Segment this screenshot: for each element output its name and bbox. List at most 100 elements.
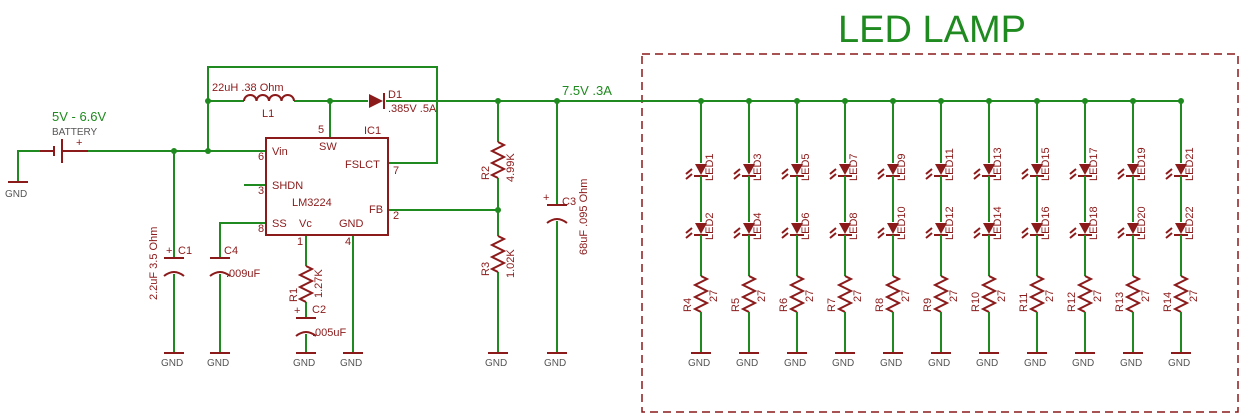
resistor-ref: R4 [682,298,694,312]
led-strings: LED1LED2R427GNDLED3LED4R527GNDLED5LED6R6… [682,98,1200,369]
svg-text:SW: SW [319,141,337,153]
led-top-label: LED17 [1088,147,1100,181]
resistor-ref: R5 [730,298,742,312]
led-top-label: LED1 [704,153,716,181]
led-bottom: LED16 [1021,206,1052,240]
diode-d1: D1 .385V .5A [369,89,437,115]
title: LED LAMP [838,9,1026,51]
gnd-label: GND [1024,358,1046,369]
resistor-value: 27 [900,290,912,302]
svg-text:R3: R3 [480,262,492,276]
svg-text:GND: GND [339,218,364,230]
inductor-value: 22uH .38 Ohm [212,82,284,94]
resistor-value: 27 [1044,290,1056,302]
led-bottom-label: LED16 [1040,206,1052,240]
resistor-value: 27 [756,290,768,302]
gnd-label: GND [880,358,902,369]
led-bottom-label: LED10 [896,206,908,240]
led-bottom-label: LED18 [1088,206,1100,240]
svg-text:GND: GND [485,358,507,369]
resistor-r1: R1 1.27K [288,265,325,303]
resistor-value: 27 [708,290,720,302]
gnd-symbol: GND [161,352,184,369]
resistor-value: 27 [852,290,864,302]
led-top-label: LED11 [944,148,956,181]
capacitor-c4: C4 .009uF [209,245,261,280]
diode-value: .385V .5A [388,103,437,115]
led-top-label: LED3 [752,153,764,181]
resistor-value: 27 [948,290,960,302]
inductor-l1: 22uH .38 Ohm L1 [212,82,295,120]
output-label: 7.5V .3A [562,83,612,98]
svg-text:GND: GND [5,189,27,200]
svg-text:2: 2 [393,210,399,222]
gnd-label: GND [688,358,710,369]
svg-text:4: 4 [345,236,351,248]
led-bottom-label: LED8 [848,212,860,240]
led-lamp-frame [641,53,1239,413]
svg-text:3: 3 [258,185,264,197]
svg-text:.009uF: .009uF [226,268,261,280]
svg-text:FSLCT: FSLCT [345,159,380,171]
svg-text:4.99K: 4.99K [505,153,517,182]
gnd-label: GND [832,358,854,369]
svg-text:+: + [166,245,172,257]
gnd-symbol: GND [688,352,711,369]
supply-name: BATTERY [52,127,98,138]
gnd-symbol: GND [880,352,903,369]
gnd-label: GND [1168,358,1190,369]
led-top-label: LED7 [848,153,860,181]
ic-ref: IC1 [364,125,381,137]
led-top: LED21 [1165,147,1196,181]
resistor-ref: R14 [1162,292,1174,312]
led-top: LED3 [733,153,764,181]
svg-text:R2: R2 [480,166,492,180]
led-resistor: R7 27 [826,275,864,313]
resistor-ref: R6 [778,298,790,312]
gnd-symbol: GND [485,352,508,369]
battery-plus: + [76,137,82,149]
svg-text:SS: SS [272,218,287,230]
led-bottom-label: LED22 [1184,206,1196,240]
led-bottom-label: LED12 [944,206,956,240]
gnd-label: GND [928,358,950,369]
svg-text:8: 8 [258,223,264,235]
svg-text:GND: GND [544,358,566,369]
led-bottom-label: LED20 [1136,206,1148,240]
gnd-symbol: GND [340,352,363,369]
svg-text:FB: FB [369,204,383,216]
led-top-label: LED13 [992,147,1004,181]
capacitor-c1: + C1 2.2uF 3.5 Ohm [148,227,192,300]
inductor-ref: L1 [262,108,274,120]
svg-text:C4: C4 [224,245,238,257]
svg-text:+: + [294,305,300,317]
gnd-symbol: GND [928,352,951,369]
svg-text:5: 5 [318,124,324,136]
gnd-label: GND [736,358,758,369]
led-bottom-label: LED6 [800,212,812,240]
svg-text:C2: C2 [312,304,326,316]
svg-text:C1: C1 [178,245,192,257]
resistor-ref: R7 [826,298,838,312]
led-bottom-label: LED2 [704,212,716,240]
gnd-symbol: GND [1024,352,1047,369]
gnd-symbol: GND [784,352,807,369]
led-top: LED15 [1021,147,1052,181]
gnd-symbol: GND [207,352,230,369]
led-bottom: LED18 [1069,206,1100,240]
svg-text:R1: R1 [288,288,300,302]
svg-text:+: + [543,192,549,204]
svg-text:6: 6 [258,151,264,163]
svg-text:Vin: Vin [272,146,288,158]
led-top-label: LED15 [1040,147,1052,181]
gnd-symbol: GND [1168,352,1191,369]
